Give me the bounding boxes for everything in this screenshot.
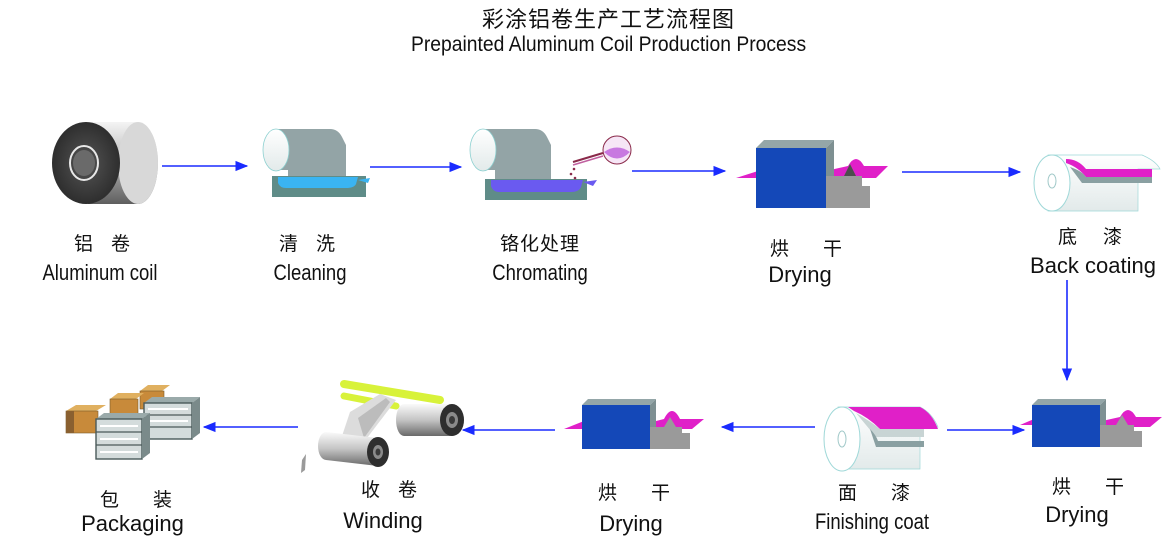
step-cleaning: [258, 125, 373, 197]
step-10-label-english: Packaging: [81, 511, 184, 536]
step-9-label-chinese: 收 卷: [360, 479, 424, 501]
step-10-label-chinese: 包 装: [100, 489, 187, 511]
step-7-label-chinese: 面 漆: [838, 482, 925, 504]
step-8-label-chinese: 烘 干: [598, 482, 685, 504]
step-3-label-english: Chromating: [492, 260, 588, 285]
step-drying-2: [1020, 397, 1170, 449]
step-9-label-english: Winding: [343, 508, 423, 533]
diagram-title-english: Prepainted Aluminum Coil Production Proc…: [410, 33, 807, 56]
drying-oven-icon: [1020, 399, 1162, 447]
step-drying-1: [736, 138, 891, 210]
packaging-crates-icon: [65, 385, 200, 460]
step-finishing-coat: [820, 403, 945, 475]
step-5-label-chinese: 底 漆: [1057, 226, 1133, 248]
step-7-label-english: Finishing coat: [814, 509, 930, 534]
step-back-coating: [1030, 153, 1165, 215]
step-2-label-chinese: 清 洗: [278, 233, 342, 255]
step-winding: [300, 378, 470, 473]
step-6-label-chinese: 烘 干: [1052, 476, 1139, 498]
step-4-label-chinese: 烘 干: [770, 238, 857, 260]
step-5-label-english: Back coating: [1030, 253, 1156, 278]
step-8-label-english: Drying: [599, 511, 663, 536]
diagram-title-chinese: 彩涂铝卷生产工艺流程图: [481, 8, 735, 33]
step-1-label-chinese: 铝 卷: [73, 233, 137, 255]
step-3-label-chinese: 铬化处理: [499, 233, 580, 255]
step-2-label-english: Cleaning: [273, 260, 347, 285]
step-drying-3: [564, 397, 714, 452]
step-4-label-english: Drying: [768, 262, 832, 287]
step-packaging: [60, 383, 205, 463]
chromating-tank-icon: [469, 128, 632, 200]
step-aluminum-coil: [48, 120, 160, 206]
drying-oven-icon: [564, 399, 704, 449]
step-chromating: [465, 125, 640, 200]
aluminum-coil-icon: [52, 122, 158, 204]
step-1-label-english: Aluminum coil: [42, 260, 158, 285]
drying-oven-icon: [736, 140, 888, 208]
coating-roller-icon: [1033, 154, 1161, 212]
step-6-label-english: Drying: [1045, 502, 1109, 527]
coating-roller-icon: [823, 406, 939, 472]
cleaning-tank-icon: [262, 128, 370, 197]
winding-rollers-icon: [301, 380, 464, 473]
